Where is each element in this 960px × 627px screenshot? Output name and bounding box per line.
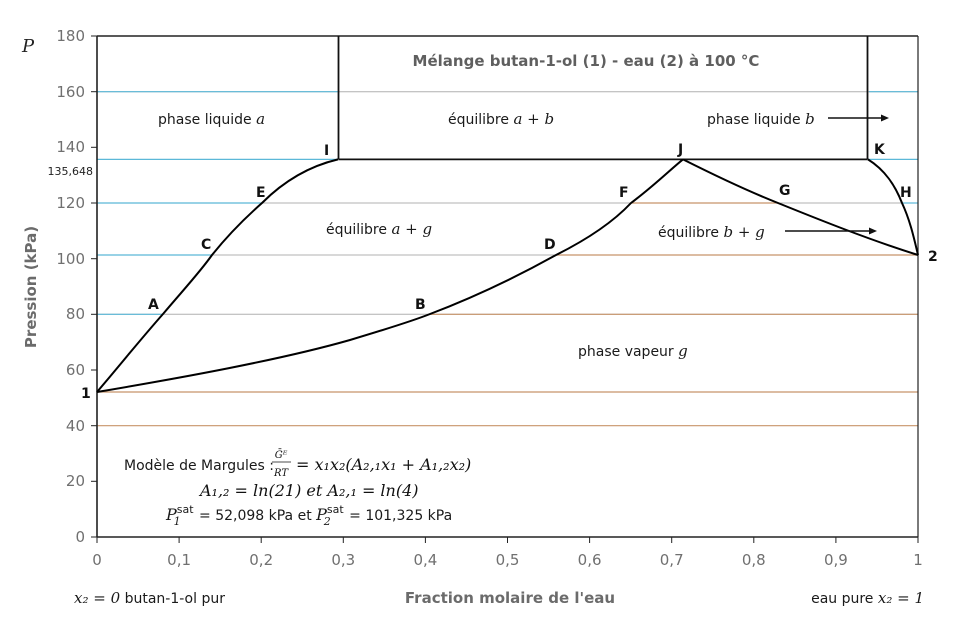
y-tick-label: 180 xyxy=(56,27,85,45)
arrow-right-icon xyxy=(881,114,889,122)
left-footer: x₂ = 0 butan-1-ol pur xyxy=(74,589,225,607)
point-label-B: B xyxy=(415,297,426,313)
point-label-H: H xyxy=(900,185,912,201)
point-label-2: 2 xyxy=(928,249,938,265)
point-label-1: 1 xyxy=(81,386,91,402)
x-tick-label: 0,3 xyxy=(331,551,355,569)
x-tick-label: 0,8 xyxy=(742,551,766,569)
point-labels: 1 2 A B C D E F G H I J K xyxy=(81,142,938,402)
x-tick-label: 1 xyxy=(913,551,923,569)
point-label-A: A xyxy=(148,297,159,313)
region-vapour-g: phase vapeur g xyxy=(578,342,688,360)
extra-tick-label: 135,648 xyxy=(48,165,94,178)
y-tick-label: 120 xyxy=(56,194,85,212)
grid-lines xyxy=(97,91,918,427)
y-tick-label: 20 xyxy=(66,472,85,490)
point-label-G: G xyxy=(779,183,791,199)
margules-frac-num: Ḡᴱ xyxy=(275,449,288,461)
x-axis-title: Fraction molaire de l'eau xyxy=(405,589,615,607)
y-tick-label: 40 xyxy=(66,417,85,435)
x-tick-label: 0,5 xyxy=(496,551,520,569)
y-tick-labels: 0 20 40 60 80 100 120 140 160 180 135,64… xyxy=(48,27,94,546)
margules-annotation: Modèle de Margules : Ḡᴱ RT = x₁x₂(A₂,₁x₁… xyxy=(124,449,471,528)
region-liquid-a: phase liquide a xyxy=(158,110,265,128)
equilibrium-curves xyxy=(96,158,919,393)
y-tick-label: 80 xyxy=(66,305,85,323)
margules-params: A₁,₂ = ln(21) et A₂,₁ = ln(4) xyxy=(198,481,419,500)
phase-boundaries xyxy=(337,36,869,161)
x-tick-label: 0,9 xyxy=(824,551,848,569)
margules-prefix: Modèle de Margules : xyxy=(124,458,274,474)
bubble-curve-a xyxy=(96,158,339,393)
y-tick-label: 140 xyxy=(56,138,85,156)
x-tick-label: 0,7 xyxy=(660,551,684,569)
point-label-E: E xyxy=(256,185,266,201)
arrows xyxy=(785,114,889,235)
x-tick-label: 0,4 xyxy=(413,551,437,569)
y-axis-title: Pression (kPa) xyxy=(22,226,40,348)
region-eq-ab: équilibre a + b xyxy=(448,110,554,128)
x-tick-label: 0 xyxy=(92,551,102,569)
arrow-right-icon xyxy=(869,227,877,235)
point-label-J: J xyxy=(677,142,683,158)
y-tick-label: 60 xyxy=(66,361,85,379)
x-tick-label: 0,2 xyxy=(249,551,273,569)
point-label-F: F xyxy=(619,185,629,201)
point-label-D: D xyxy=(544,237,556,253)
region-liquid-b: phase liquide b xyxy=(707,110,815,128)
y-tick-label: 100 xyxy=(56,250,85,268)
bubble-curve-b xyxy=(867,158,919,256)
margules-equation: = x₁x₂(A₂,₁x₁ + A₁,₂x₂) xyxy=(296,455,471,474)
axes xyxy=(91,35,919,543)
plot-area xyxy=(97,36,918,537)
right-footer: eau pure x₂ = 1 xyxy=(811,589,924,607)
chart-title: Mélange butan-1-ol (1) - eau (2) à 100 °… xyxy=(413,52,760,70)
point-label-K: K xyxy=(874,142,886,158)
x-tick-labels: 0 0,1 0,2 0,3 0,4 0,5 0,6 0,7 0,8 0,9 1 xyxy=(92,551,923,569)
point-label-I: I xyxy=(324,143,329,159)
y-tick-label: 0 xyxy=(75,528,85,546)
margules-frac-den: RT xyxy=(273,468,289,479)
y-axis-symbol: P xyxy=(21,36,35,57)
x-tick-label: 0,1 xyxy=(167,551,191,569)
x-tick-label: 0,6 xyxy=(578,551,602,569)
region-eq-ag: équilibre a + g xyxy=(326,220,432,238)
dew-curve-left xyxy=(96,158,684,393)
dew-curve-right xyxy=(682,158,919,256)
point-label-C: C xyxy=(201,237,211,253)
y-tick-label: 160 xyxy=(56,83,85,101)
region-eq-bg: équilibre b + g xyxy=(658,223,765,241)
